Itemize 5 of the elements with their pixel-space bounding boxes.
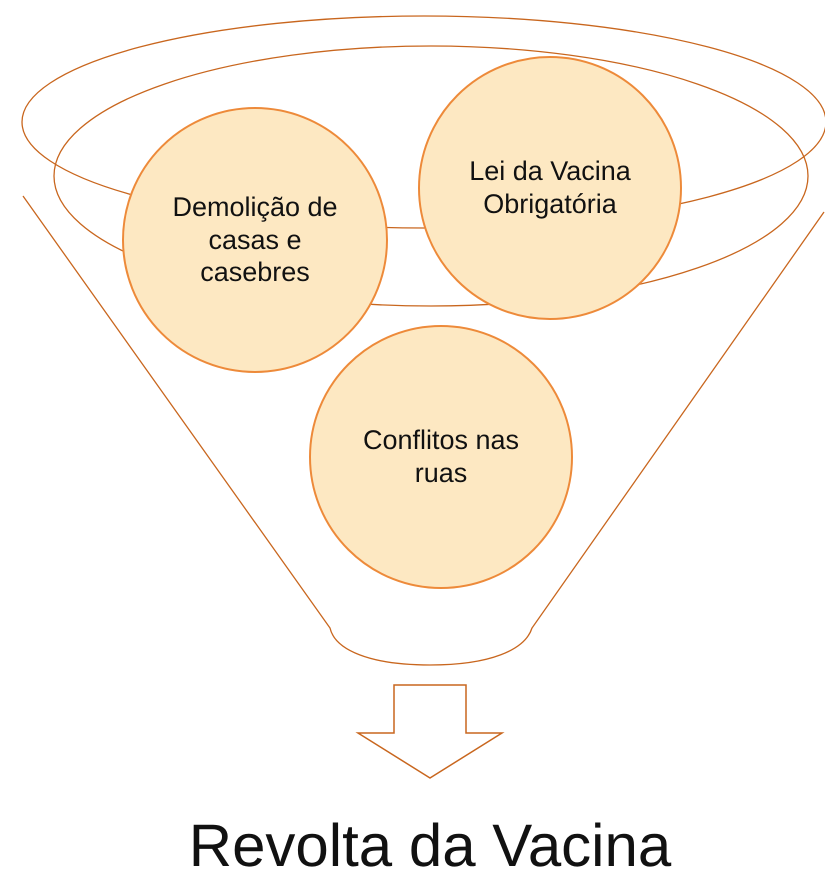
circle-text: Demolição de casas e casebres xyxy=(171,190,339,290)
block-arrow xyxy=(355,684,505,779)
result-title: Revolta da Vacina xyxy=(188,810,672,873)
circle-text: Conflitos nas ruas xyxy=(362,424,520,490)
circle-text: Lei da Vacina Obrigatória xyxy=(468,155,632,221)
